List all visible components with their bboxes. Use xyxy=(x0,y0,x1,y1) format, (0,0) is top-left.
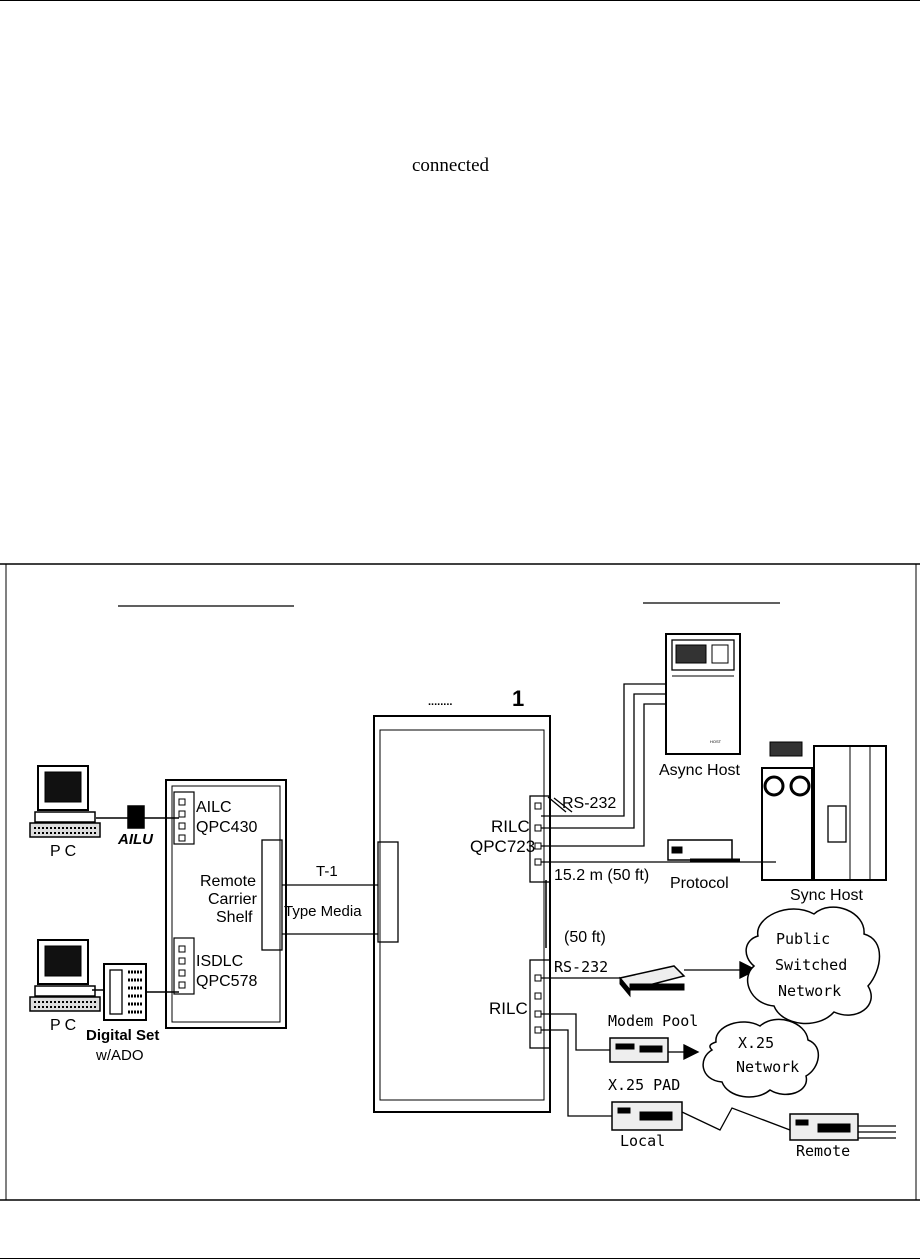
isdlc-label: ISDLC xyxy=(196,953,243,970)
pc-2-links xyxy=(92,989,179,993)
rs232-top-label: RS-232 xyxy=(562,795,616,812)
remote-carrier-shelf xyxy=(165,779,287,1029)
cable-length-label: 15.2 m (50 ft) xyxy=(554,867,649,884)
isdlc-ports xyxy=(178,945,186,989)
diagram-frame xyxy=(0,563,920,1201)
qpc578-label: QPC578 xyxy=(196,973,257,990)
public-network-cloud xyxy=(745,906,881,1025)
x25-network-cloud xyxy=(702,1018,819,1098)
pc-1-icon xyxy=(29,765,101,838)
pc-2-label: PC xyxy=(50,1017,80,1034)
public-network-label-3: Network xyxy=(778,982,841,1000)
qpc430-label: QPC430 xyxy=(196,819,257,836)
x25-pad-label: X.25 PAD xyxy=(608,1076,680,1094)
ailu-label: AILU xyxy=(117,831,154,848)
rilc-1-card xyxy=(529,795,551,883)
ailc-label: AILC xyxy=(196,799,232,816)
pc-2-icon xyxy=(29,939,101,1012)
rilc-1-label: RILC xyxy=(491,817,530,836)
cable-length-2-label: (50 ft) xyxy=(564,929,606,946)
sync-host-label: Sync Host xyxy=(790,887,863,904)
x25-pad-icon xyxy=(609,1037,669,1063)
ailc-ports xyxy=(178,798,186,842)
top-rule xyxy=(0,0,920,1)
cabinet-label-smudge: ........ xyxy=(428,696,452,708)
remote-label: Remote xyxy=(796,1142,850,1160)
type-media-label: Type Media xyxy=(284,903,362,920)
main-cabinet xyxy=(373,715,551,1113)
host-cables xyxy=(541,683,776,863)
qpc723-label: QPC723 xyxy=(470,837,535,856)
local-modem-icon xyxy=(611,1101,683,1131)
protocol-label: Protocol xyxy=(670,875,729,892)
rs232-bottom-label: RS-232 xyxy=(554,958,608,976)
modem-pool-label: Modem Pool xyxy=(608,1012,698,1030)
local-label: Local xyxy=(620,1132,665,1150)
rilc-2-label: RILC xyxy=(489,999,528,1018)
digital-set-label-2: w/ADO xyxy=(95,1047,144,1064)
x25-pad-links xyxy=(541,1013,700,1061)
ailu-link xyxy=(96,805,179,829)
async-host-label: Async Host xyxy=(659,762,740,779)
public-network-label-2: Switched xyxy=(775,956,847,974)
t1-link xyxy=(282,884,378,935)
bottom-rule xyxy=(0,1258,920,1259)
public-network-label-1: Public xyxy=(776,930,830,948)
remote-carrier-label-2: Carrier xyxy=(208,891,258,908)
stray-word: connected xyxy=(412,155,490,176)
local-links xyxy=(541,1029,896,1139)
remote-carrier-label-1: Remote xyxy=(200,873,256,890)
modem-pool-icon xyxy=(618,965,686,998)
async-host-plate: HOST xyxy=(710,739,722,744)
x25-network-label-2: Network xyxy=(736,1058,799,1076)
cabinet-number: 1 xyxy=(512,686,524,711)
protocol-converter-icon xyxy=(667,839,740,862)
async-host-icon xyxy=(665,633,741,755)
digital-set-icon xyxy=(103,963,147,1021)
x25-network-label-1: X.25 xyxy=(738,1034,774,1052)
remote-carrier-label-3: Shelf xyxy=(216,909,253,926)
sync-host-icon xyxy=(761,741,887,881)
t1-label: T-1 xyxy=(316,863,338,880)
digital-set-label-1: Digital Set xyxy=(86,1027,159,1044)
remote-modem-icon xyxy=(789,1113,859,1141)
pc-1-label: PC xyxy=(50,843,80,860)
rilc-2-card xyxy=(529,959,551,1049)
